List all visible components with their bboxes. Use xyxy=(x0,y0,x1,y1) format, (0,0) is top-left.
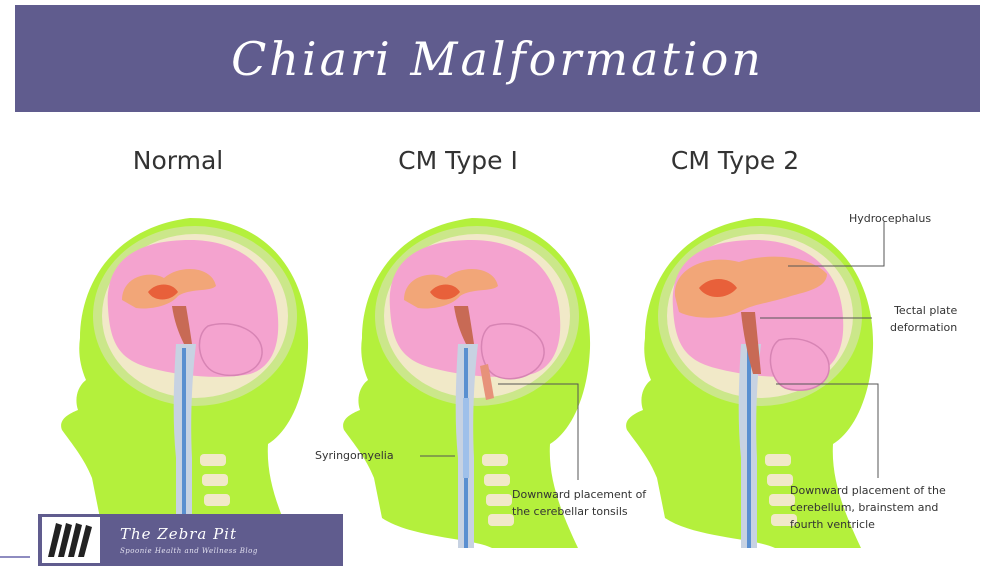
logo-subtitle: Spoonie Health and Wellness Blog xyxy=(120,547,258,555)
zebra-icon xyxy=(42,517,100,563)
label-tectal-line1: Tectal plate xyxy=(890,302,957,319)
logo-title: The Zebra Pit xyxy=(120,525,258,543)
label-cerebellar-tonsils: Downward placement of the cerebellar ton… xyxy=(512,486,646,520)
normal-head xyxy=(61,218,308,548)
label-tectal-plate: Tectal plate deformation xyxy=(890,302,957,336)
label-type2-description: Downward placement of the cerebellum, br… xyxy=(790,482,946,533)
edge-divider xyxy=(0,556,30,558)
label-tonsils-line2: the cerebellar tonsils xyxy=(512,503,646,520)
label-tectal-line2: deformation xyxy=(890,319,957,336)
zebra-pit-logo: The Zebra Pit Spoonie Health and Wellnes… xyxy=(38,514,343,566)
label-type2-line3: fourth ventricle xyxy=(790,516,946,533)
label-type2-line2: cerebellum, brainstem and xyxy=(790,499,946,516)
label-syringomyelia: Syringomyelia xyxy=(315,447,394,464)
label-hydrocephalus: Hydrocephalus xyxy=(849,210,931,227)
label-tonsils-line1: Downward placement of xyxy=(512,486,646,503)
label-type2-line1: Downward placement of the xyxy=(790,482,946,499)
